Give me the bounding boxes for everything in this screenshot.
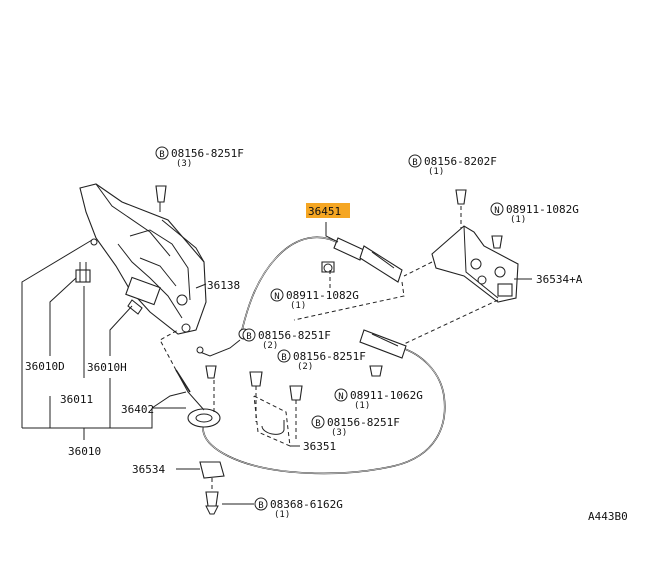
- callout-code: 08156-8251F: [171, 147, 244, 160]
- callout-code: 08156-8202F: [424, 155, 497, 168]
- callout-qty: (1): [274, 510, 290, 520]
- callout-qty: (3): [176, 159, 192, 169]
- callout-code: 08156-8251F: [293, 350, 366, 363]
- callout-08156-8202F-1: B 08156-8202F (1): [408, 154, 497, 177]
- callout-code: 08156-8251F: [258, 329, 331, 342]
- callout-08911-1082G-1-top: N 08911-1082G (1): [490, 202, 579, 225]
- brake-cable: [159, 236, 446, 475]
- callout-letter: B: [159, 150, 164, 160]
- highlighted-part-36451[interactable]: 36451: [306, 203, 350, 218]
- highlight-box: [306, 203, 350, 218]
- callout-letter: B: [281, 353, 286, 363]
- callout-qty: (2): [297, 362, 313, 372]
- callout-08156-8251F-3-lower: B 08156-8251F (3): [311, 415, 400, 438]
- callout-code: 08911-1062G: [350, 389, 423, 402]
- cable-bracket: [403, 225, 519, 345]
- callout-code: 08911-1082G: [506, 203, 579, 216]
- part-36351[interactable]: 36351: [303, 440, 336, 453]
- callout-qty: (3): [331, 428, 347, 438]
- part-36010h[interactable]: 36010H: [87, 361, 127, 374]
- part-number[interactable]: 36451: [308, 205, 341, 218]
- callout-code: 08156-8251F: [327, 416, 400, 429]
- callout-qty: (1): [354, 401, 370, 411]
- part-36534[interactable]: 36534: [132, 463, 165, 476]
- part-36402[interactable]: 36402: [121, 403, 154, 416]
- callout-letter: B: [315, 419, 320, 429]
- callout-code: 08368-6162G: [270, 498, 343, 511]
- callout-qty: (1): [510, 215, 526, 225]
- callout-08156-8251F-2-upper: B 08156-8251F (2): [242, 328, 331, 351]
- left-leader-lines: [21, 200, 207, 440]
- callout-08911-1082G-1-mid: N 08911-1082G (1): [270, 288, 359, 311]
- diagram-id: A443B0: [588, 510, 628, 523]
- part-36534a[interactable]: 36534+A: [536, 273, 583, 286]
- part-36010d[interactable]: 36010D: [25, 360, 65, 373]
- callout-08911-1062G-1: N 08911-1062G (1): [334, 388, 423, 411]
- parking-brake-lever-assembly: [75, 183, 207, 335]
- callout-letter: N: [338, 392, 343, 402]
- callout-letter: B: [258, 501, 263, 511]
- part-36138[interactable]: 36138: [207, 279, 240, 292]
- callout-code: 08911-1082G: [286, 289, 359, 302]
- part-36011[interactable]: 36011: [60, 393, 93, 406]
- part-36010[interactable]: 36010: [68, 445, 101, 458]
- callout-qty: (2): [262, 341, 278, 351]
- callout-letter: B: [412, 158, 417, 168]
- callout-08368-6162G-1: B 08368-6162G (1): [254, 497, 343, 520]
- right-leader-lines: [152, 222, 532, 505]
- callout-letter: N: [274, 292, 279, 302]
- callout-letter: B: [246, 332, 251, 342]
- callout-08156-8251F-3: B 08156-8251F (3): [155, 146, 244, 169]
- callout-08156-8251F-2-lower: B 08156-8251F (2): [277, 349, 366, 372]
- callout-qty: (1): [290, 301, 306, 311]
- cable-clip: [199, 461, 225, 515]
- callout-letter: N: [494, 206, 499, 216]
- callout-qty: (1): [428, 167, 444, 177]
- bolt-set: [155, 185, 503, 440]
